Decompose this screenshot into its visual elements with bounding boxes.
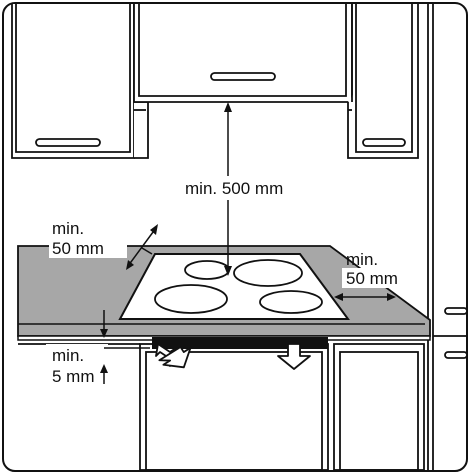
burner-back-right <box>233 259 303 287</box>
top-clearance-label-bg <box>183 176 303 200</box>
base-cabinet-right <box>333 343 425 471</box>
tall-cabinet-handle-1 <box>444 307 468 315</box>
top-clearance-arrow-down <box>224 266 232 276</box>
hob-body <box>152 337 328 349</box>
side-clearance-label-line2: 50 mm <box>346 269 398 288</box>
wall-cabinet-center-handle <box>210 72 276 81</box>
under-clearance-dimension <box>100 310 150 384</box>
wall-cabinet-right <box>347 4 419 159</box>
vent-arrow-left-head <box>158 346 192 369</box>
tall-cabinet-handle-2 <box>444 351 468 359</box>
tall-cabinet-right <box>427 4 468 470</box>
side-clearance-label-bg <box>342 268 406 288</box>
back-clearance-label-line2: 50 mm <box>52 239 104 258</box>
burner-front-left <box>154 284 228 314</box>
side-clearance-dimension <box>334 293 396 301</box>
vent-arrow-right <box>277 343 311 370</box>
cooktop <box>118 253 350 320</box>
wall-cabinet-center <box>133 4 353 103</box>
back-clearance-label-bg <box>49 236 127 258</box>
ventilation-arrows <box>155 343 311 370</box>
under-clearance-label-line1: min. <box>52 346 84 365</box>
under-clearance-label-bg <box>46 344 108 386</box>
under-clearance-label-line2: 5 mm <box>52 367 95 386</box>
back-clearance-dimension <box>126 224 158 270</box>
burner-back-left <box>184 260 230 280</box>
wall-cabinet-right-handle <box>362 138 406 147</box>
wall-cabinet-left <box>11 4 149 159</box>
wall-cabinet-left-handle <box>35 138 101 147</box>
burner-front-right <box>259 290 323 314</box>
top-clearance-label: min. 500 mm <box>185 179 283 198</box>
side-clearance-label-line1: min. <box>346 250 378 269</box>
top-clearance-arrow-up <box>224 102 232 112</box>
back-clearance-label-line1: min. <box>52 219 84 238</box>
